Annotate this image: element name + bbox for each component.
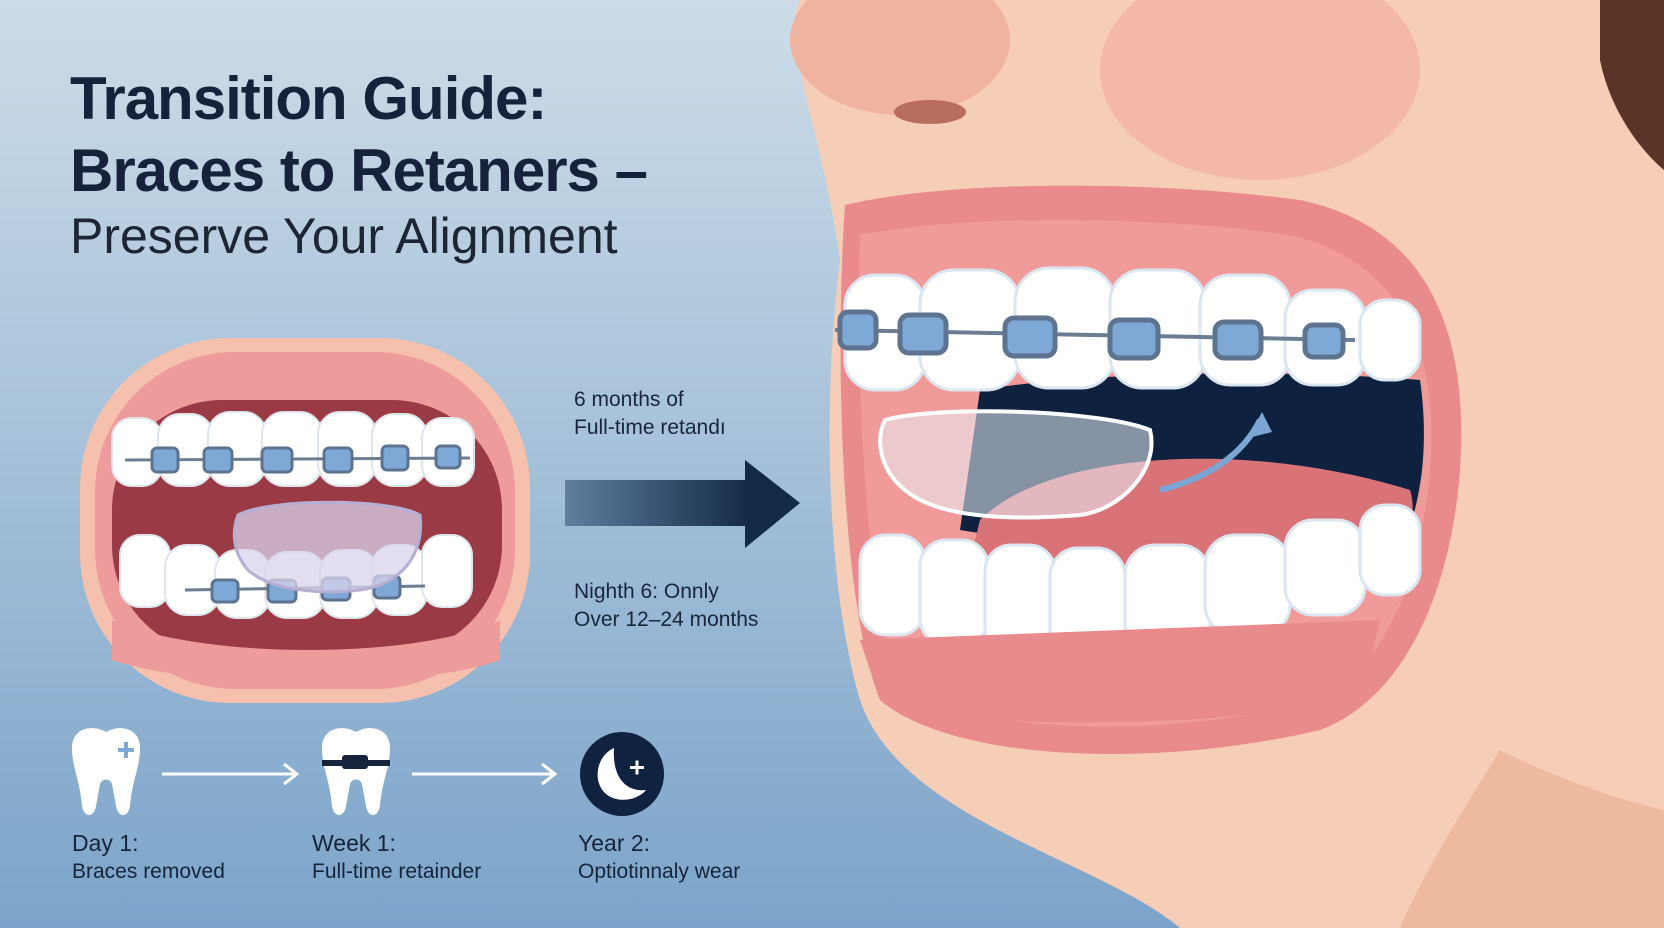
timeline-week1-heading: Week 1:: [312, 830, 396, 856]
arrow-right-2: [412, 762, 558, 786]
subtitle: Preserve Your Alignment: [70, 208, 618, 264]
phase-top-line-2: Full-time retandı: [574, 416, 726, 439]
title-line-2: Braces to Retaners –: [70, 137, 648, 204]
timeline-day1-detail: Braces removed: [72, 860, 225, 883]
phase-top-line-1: 6 months of: [574, 388, 684, 411]
moon-icon: [580, 732, 664, 816]
tooth-plus-icon: [72, 728, 140, 815]
small-mouth-illustration: [80, 338, 530, 703]
timeline-year2-detail: Optiotinnaly wear: [578, 860, 741, 883]
phase-bottom-line-2: Over 12–24 months: [574, 608, 759, 631]
transition-arrow: [565, 460, 800, 548]
tooth-retainer-icon: [322, 728, 390, 815]
timeline-week1-detail: Full-time retainder: [312, 860, 482, 883]
timeline-year2-heading: Year 2:: [578, 830, 651, 856]
phase-bottom-line-1: Nighth 6: Onnly: [574, 580, 719, 603]
arrow-right-1: [162, 762, 300, 786]
title-line-1: Transition Guide:: [70, 65, 547, 132]
timeline-day1-heading: Day 1:: [72, 830, 139, 856]
face-illustration: [790, 0, 1664, 928]
